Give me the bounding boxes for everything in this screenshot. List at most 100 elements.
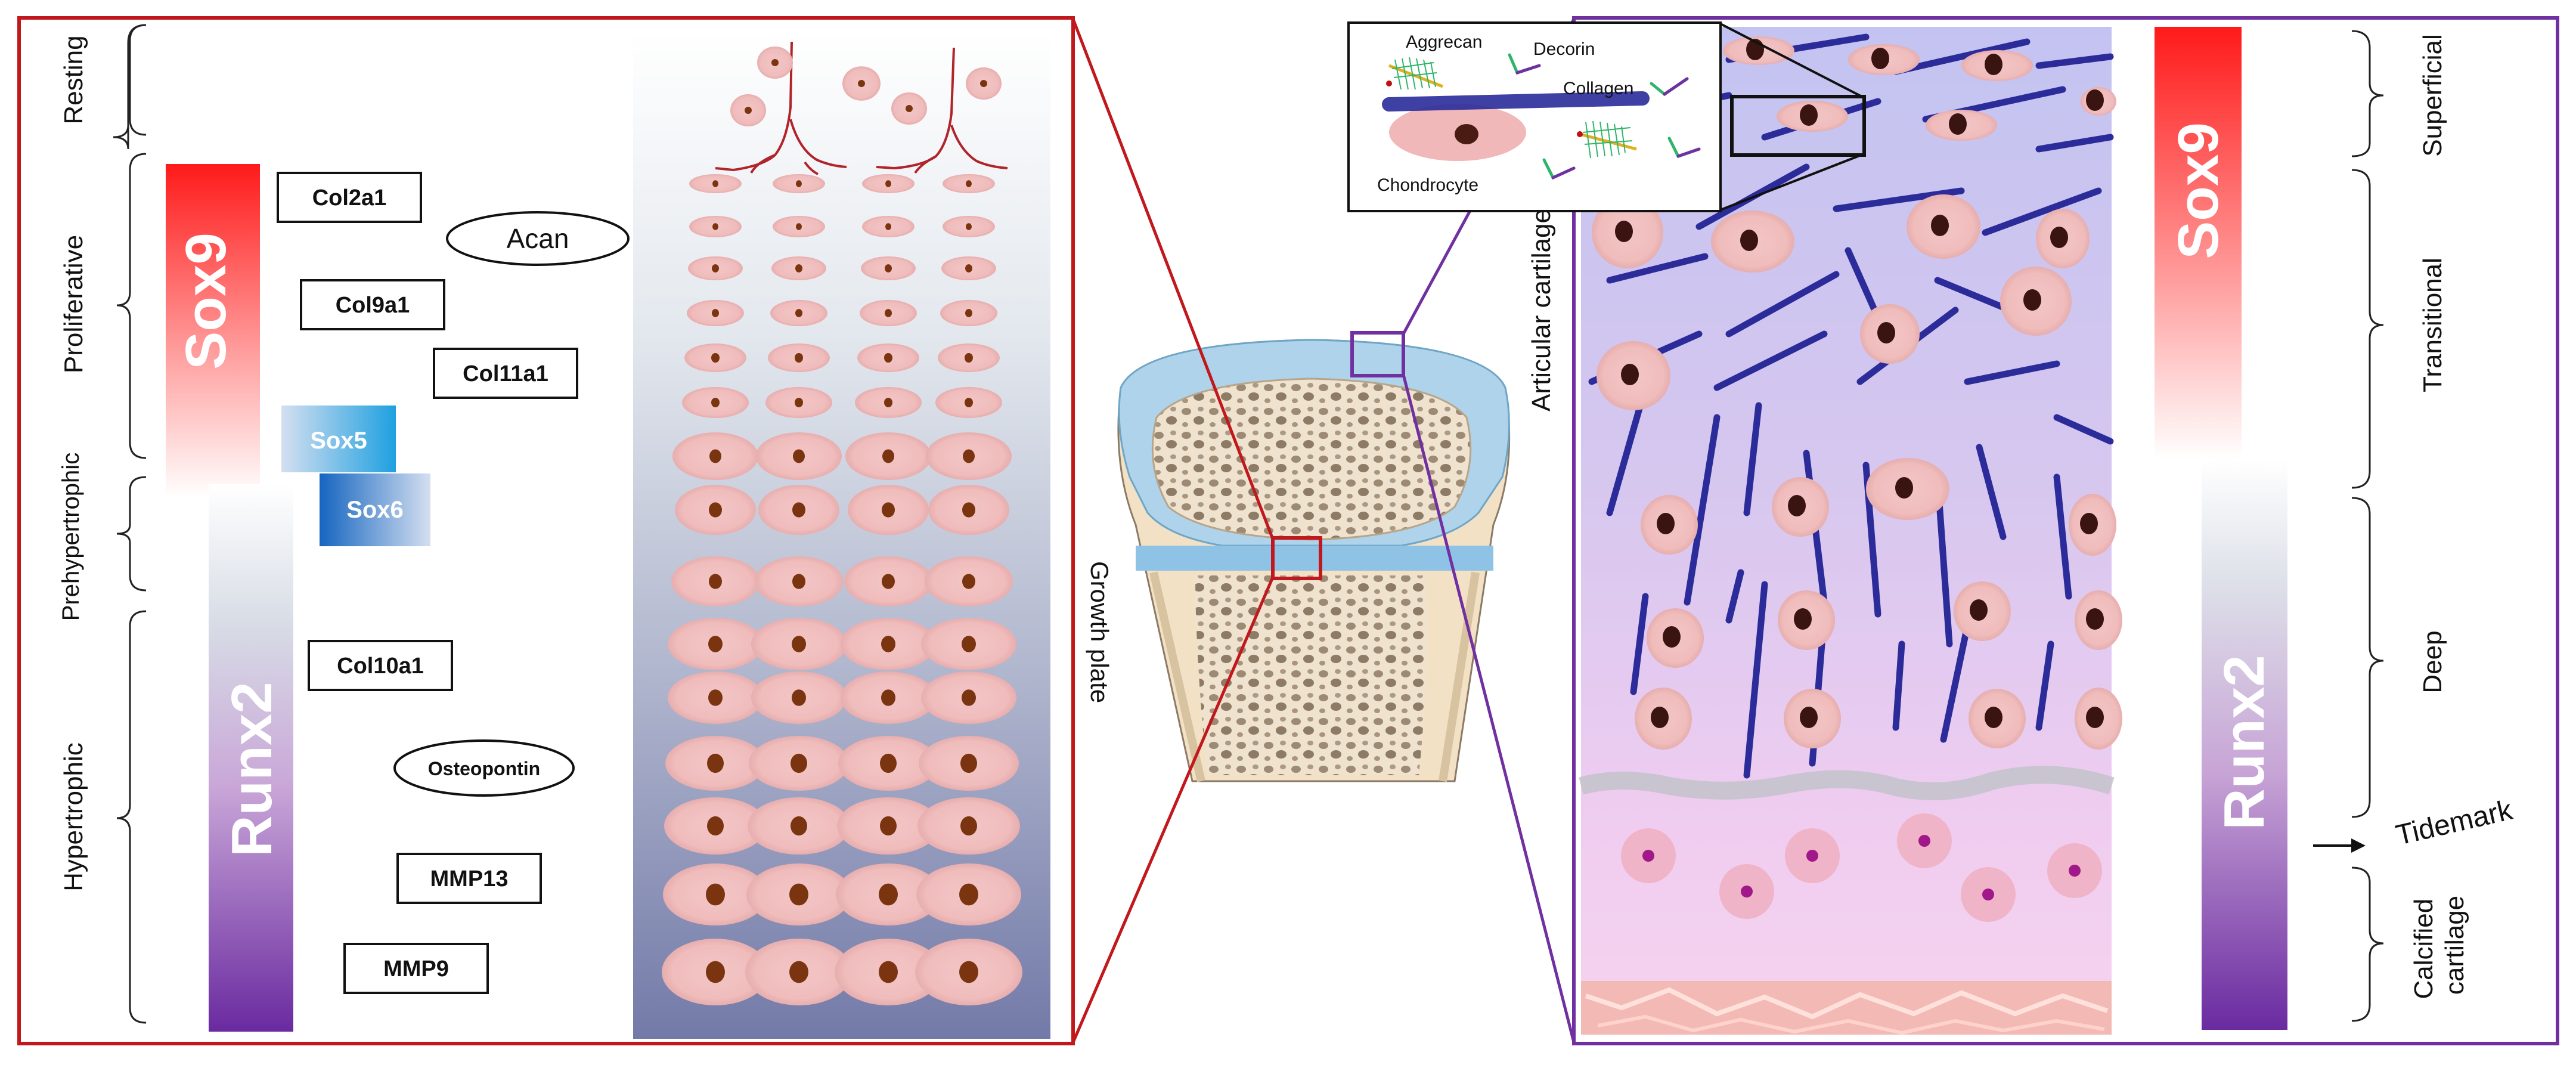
calcified-chondrocyte-nucleus	[1806, 850, 1818, 862]
marker-mmp9-label: MMP9	[383, 957, 449, 982]
chondrocyte-nucleus	[882, 502, 895, 518]
collagen-fiber	[1630, 593, 1649, 695]
chondrocyte-nucleus	[795, 309, 802, 317]
chondrocyte-nucleus	[771, 59, 779, 66]
chondrocyte-nucleus	[2050, 227, 2068, 248]
chondrocyte-nucleus	[962, 636, 976, 652]
sox6-label: Sox6	[346, 497, 404, 523]
chondrocyte-nucleus	[2086, 707, 2104, 728]
marker-col10a1: Col10a1	[308, 640, 453, 691]
chondrocyte-nucleus	[965, 264, 972, 273]
inset-collagen-fiber	[1382, 91, 1650, 112]
chondrocyte-nucleus	[791, 816, 807, 836]
marker-col11a1: Col11a1	[433, 348, 578, 399]
chondrocyte-nucleus	[960, 753, 977, 773]
collagen-fiber	[1743, 581, 1768, 779]
runx2-label-left: Runx2	[220, 682, 284, 856]
collagen-fiber	[1743, 402, 1762, 516]
epiphysis-spongy-bone	[1151, 377, 1472, 541]
chondrocyte-nucleus	[791, 753, 807, 773]
collagen-fiber	[2053, 473, 2072, 600]
collagen-fiber	[1940, 623, 1971, 743]
chondrocyte-nucleus	[965, 397, 973, 408]
chondrocyte-nucleus	[708, 689, 723, 706]
collagen-fiber	[1684, 414, 1721, 606]
zone-label-tidemark: Tidemark	[2393, 794, 2516, 852]
collagen-fiber	[1725, 271, 1840, 338]
chondrocyte-nucleus	[792, 574, 805, 589]
chondrocyte-nucleus	[962, 502, 975, 518]
collagen-fiber	[1725, 569, 1744, 624]
chondrocyte-nucleus	[960, 816, 977, 836]
chondrocyte-nucleus	[906, 105, 913, 112]
chondrocyte-nucleus	[884, 352, 892, 363]
collagen-fiber	[1892, 38, 2031, 75]
chondrocyte-nucleus	[1871, 48, 1889, 69]
bone-cortex-left	[1149, 571, 1205, 782]
brace-proliferative	[116, 153, 147, 459]
chondrocyte-nucleus	[709, 449, 721, 463]
collagen-fiber	[1833, 187, 1965, 212]
chondrocyte-nucleus	[1794, 608, 1812, 630]
marker-col2a1-label: Col2a1	[312, 185, 387, 211]
articular-cartilage-label: Articular cartilage	[1527, 209, 1556, 411]
brace-prehypertrophic	[116, 476, 147, 592]
zone-label-deep: Deep	[2418, 630, 2447, 693]
marker-col10a1-label: Col10a1	[337, 654, 424, 679]
marker-col2a1: Col2a1	[277, 172, 422, 223]
inset-source-box	[1730, 95, 1866, 157]
chondrocyte-nucleus	[1895, 477, 1913, 499]
chondrocyte-nucleus	[706, 961, 725, 983]
calcified-chondrocyte-nucleus	[1741, 886, 1753, 897]
chondrocyte-nucleus	[712, 264, 719, 273]
inset-aggrecan-glyph	[1386, 57, 1443, 90]
chondrocyte-nucleus	[965, 352, 973, 363]
chondrocyte-nucleus	[792, 689, 806, 706]
chondrocyte-nucleus	[885, 180, 891, 187]
brace-superficial	[2351, 30, 2384, 157]
chondrocyte-nucleus	[712, 309, 719, 317]
chondrocyte-nucleus	[980, 80, 987, 87]
marker-mmp13-label: MMP13	[430, 866, 509, 892]
calcified-chondrocyte-nucleus	[2069, 865, 2081, 877]
inset-aggrecan-label: Aggrecan	[1406, 32, 1482, 52]
inset-aggrecan-glyph-2	[1577, 120, 1637, 159]
articular-zoom-box	[1350, 331, 1405, 377]
inset-chondrocyte-nucleus	[1455, 124, 1478, 144]
connector-growth-top	[1071, 18, 1275, 540]
chondrocyte-nucleus	[707, 816, 724, 836]
chondrocyte-nucleus	[712, 223, 718, 230]
growth-plate-panel-frame	[17, 16, 1075, 1045]
collagen-fiber	[1892, 640, 1905, 731]
sox5-label: Sox5	[310, 428, 367, 454]
inset-connector-bottom	[1720, 153, 1865, 211]
calcified-chondrocyte-nucleus	[1642, 850, 1654, 862]
chondrocyte-nucleus	[959, 961, 978, 983]
collagen-fiber	[1713, 330, 1828, 391]
marker-mmp13: MMP13	[396, 853, 542, 904]
chondrocyte-nucleus	[796, 223, 802, 230]
chondrocyte-nucleus	[2086, 608, 2104, 630]
chondrocyte-nucleus	[1800, 104, 1818, 126]
growth-plate-chondrocytes	[662, 47, 1022, 1005]
zone-label-superficial: Superficial	[2418, 34, 2447, 156]
sox9-bar-right	[2155, 27, 2242, 459]
chondrocyte-nucleus	[793, 449, 805, 463]
chondrocyte-nucleus	[959, 883, 978, 906]
chondrocyte-nucleus	[792, 502, 805, 518]
collagen-fiber	[2053, 414, 2114, 445]
brace-transitional	[2351, 169, 2384, 489]
chondrocyte-nucleus	[795, 397, 803, 408]
marker-osteopontin: Osteopontin	[393, 739, 575, 797]
chondrocyte-nucleus	[882, 574, 895, 589]
chondrocyte-nucleus	[795, 352, 803, 363]
collagen-fiber	[1964, 360, 2060, 385]
marker-osteopontin-label: Osteopontin	[428, 758, 540, 779]
chondrocyte-nucleus	[963, 449, 975, 463]
growth-plate-zoom-box	[1271, 536, 1322, 580]
connector-growth-bottom	[1071, 577, 1275, 1043]
chondrocyte-nucleus	[1740, 230, 1758, 251]
chondrocyte-nucleus	[1985, 707, 2002, 728]
sox5-bar	[281, 406, 396, 472]
